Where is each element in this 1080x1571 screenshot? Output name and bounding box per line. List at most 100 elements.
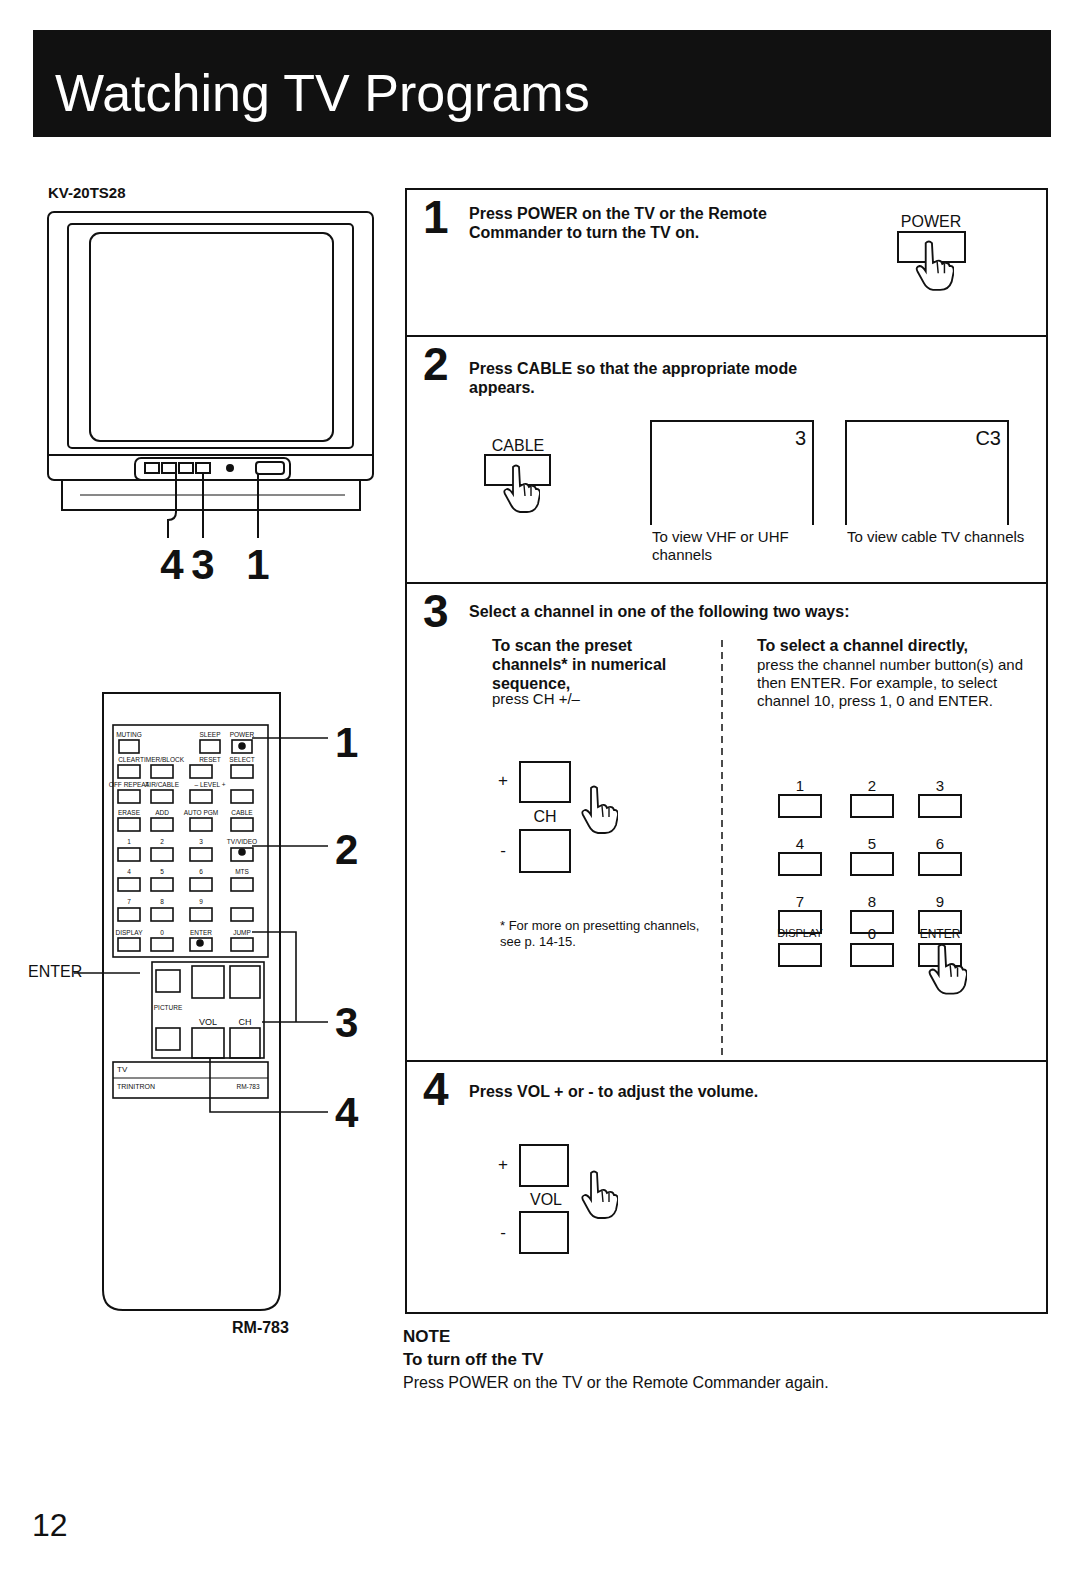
step-box: 2 Press CABLE so that the appropriate mod… bbox=[405, 335, 1048, 584]
step-text: press CH +/– bbox=[492, 690, 707, 708]
hand-icon bbox=[504, 242, 967, 1218]
callout-number: 4 bbox=[335, 1088, 358, 1138]
button-label: 9 bbox=[199, 898, 203, 906]
button-label: DISPLAY bbox=[116, 929, 143, 937]
step-number: 2 bbox=[423, 341, 457, 387]
button-label: MUTING bbox=[116, 731, 142, 739]
button-label: 6 bbox=[199, 868, 203, 876]
button-label: PICTURE bbox=[154, 1004, 183, 1012]
key-label: 7 bbox=[796, 893, 804, 911]
step-text: To scan the preset channels* in numerica… bbox=[492, 636, 707, 694]
column-divider bbox=[721, 640, 723, 1055]
button-label: TIMER/BLOCK bbox=[140, 756, 184, 764]
button-label: SELECT bbox=[229, 756, 254, 764]
note-heading: NOTE bbox=[403, 1327, 450, 1347]
callout-number: 3 bbox=[335, 998, 358, 1048]
button-label: 7 bbox=[127, 898, 131, 906]
brand-label: TRINITRON bbox=[117, 1083, 155, 1091]
step-text: To select a channel directly, bbox=[757, 636, 1042, 655]
button-label: CH bbox=[533, 807, 556, 826]
step-box: 4 Press VOL + or - to adjust the volume. bbox=[405, 1060, 1048, 1314]
button-label: SLEEP bbox=[200, 731, 221, 739]
channel-number: 3 bbox=[795, 426, 806, 450]
tv-illustration bbox=[48, 212, 373, 538]
model-number: RM-783 bbox=[232, 1318, 289, 1337]
button-label: AUTO PGM bbox=[184, 809, 219, 817]
step-box: 1 Press POWER on the TV or the Remote Com… bbox=[405, 188, 1048, 337]
key-label: 2 bbox=[868, 777, 876, 795]
button-label: OFF REPEAT bbox=[109, 781, 149, 789]
step-text: Press VOL + or - to adjust the volume. bbox=[469, 1082, 969, 1101]
screen-caption: To view cable TV channels bbox=[847, 528, 1031, 546]
step-box: 3 Select a channel in one of the followin… bbox=[405, 582, 1048, 1062]
step-text: Press POWER on the TV or the Remote Comm… bbox=[469, 204, 829, 242]
button-label: CABLE bbox=[231, 809, 252, 817]
key-label: 5 bbox=[868, 835, 876, 853]
button-label: 0 bbox=[160, 929, 164, 937]
step-number: 1 bbox=[423, 194, 457, 240]
step-text: press the channel number button(s) and t… bbox=[757, 656, 1042, 710]
model-label: RM-783 bbox=[236, 1083, 259, 1091]
button-label: 2 bbox=[160, 838, 164, 846]
button-label: CABLE bbox=[492, 436, 544, 455]
callout-label: ENTER bbox=[28, 962, 82, 981]
button-label: VOL bbox=[530, 1190, 562, 1209]
button-label: ADD bbox=[155, 809, 169, 817]
screen-frame: C3 bbox=[845, 420, 1009, 525]
screen-display: 3To view VHF or UHF channels bbox=[650, 420, 814, 560]
key-label: 3 bbox=[936, 777, 944, 795]
button-label: ERASE bbox=[118, 809, 140, 817]
key-label: 8 bbox=[868, 893, 876, 911]
button-label: 1 bbox=[127, 838, 131, 846]
model-number: KV-20TS28 bbox=[48, 184, 126, 202]
key-label: 0 bbox=[868, 925, 876, 943]
button-label: RESET bbox=[199, 756, 221, 764]
button-label: 8 bbox=[160, 898, 164, 906]
header-band bbox=[33, 30, 1051, 137]
button-label: JUMP bbox=[233, 929, 251, 937]
screen-caption: To view VHF or UHF channels bbox=[652, 528, 836, 564]
remote-illustration bbox=[74, 693, 328, 1310]
step-number: 4 bbox=[423, 1066, 457, 1112]
callout-number: 1 bbox=[246, 540, 269, 590]
note-heading: To turn off the TV bbox=[403, 1350, 543, 1370]
button-label: - bbox=[500, 841, 506, 861]
button-label: AIR/CABLE bbox=[145, 781, 179, 789]
button-label: MTS bbox=[235, 868, 249, 876]
page-number: 12 bbox=[32, 1506, 68, 1544]
button-label: POWER bbox=[230, 731, 255, 739]
step-text: * For more on presetting channels, see p… bbox=[500, 918, 700, 949]
key-label: 9 bbox=[936, 893, 944, 911]
button-label: VOL bbox=[199, 1017, 217, 1028]
callout-number: 2 bbox=[335, 825, 358, 875]
button-label: POWER bbox=[901, 212, 961, 231]
screen-frame: 3 bbox=[650, 420, 814, 525]
key-label: 6 bbox=[936, 835, 944, 853]
brand-label: TV bbox=[117, 1065, 127, 1075]
button-label: CH bbox=[239, 1017, 252, 1028]
key-label: 1 bbox=[796, 777, 804, 795]
channel-number: C3 bbox=[975, 426, 1001, 450]
key-label: DISPLAY bbox=[777, 927, 823, 940]
key-label: ENTER bbox=[920, 927, 961, 941]
callout-number: 3 bbox=[191, 540, 214, 590]
button-label: 5 bbox=[160, 868, 164, 876]
button-label: + bbox=[498, 771, 508, 791]
step-number: 3 bbox=[423, 588, 457, 634]
button-label: ENTER bbox=[190, 929, 212, 937]
button-label: - bbox=[500, 1223, 506, 1243]
screen-display: C3To view cable TV channels bbox=[845, 420, 1009, 560]
button-label: + bbox=[498, 1155, 508, 1175]
button-label: – LEVEL + bbox=[194, 781, 225, 789]
page-title: Watching TV Programs bbox=[55, 62, 590, 124]
button-label: CLEAR bbox=[118, 756, 140, 764]
key-label: 4 bbox=[796, 835, 804, 853]
button-label: TV/VIDEO bbox=[227, 838, 257, 846]
callout-number: 1 bbox=[335, 718, 358, 768]
note-text: Press POWER on the TV or the Remote Comm… bbox=[403, 1373, 829, 1392]
step-text: Select a channel in one of the following… bbox=[469, 602, 1029, 621]
button-label: 3 bbox=[199, 838, 203, 846]
button-label: 4 bbox=[127, 868, 131, 876]
step-text: Press CABLE so that the appropriate mode… bbox=[469, 359, 829, 397]
callout-number: 4 bbox=[160, 540, 183, 590]
